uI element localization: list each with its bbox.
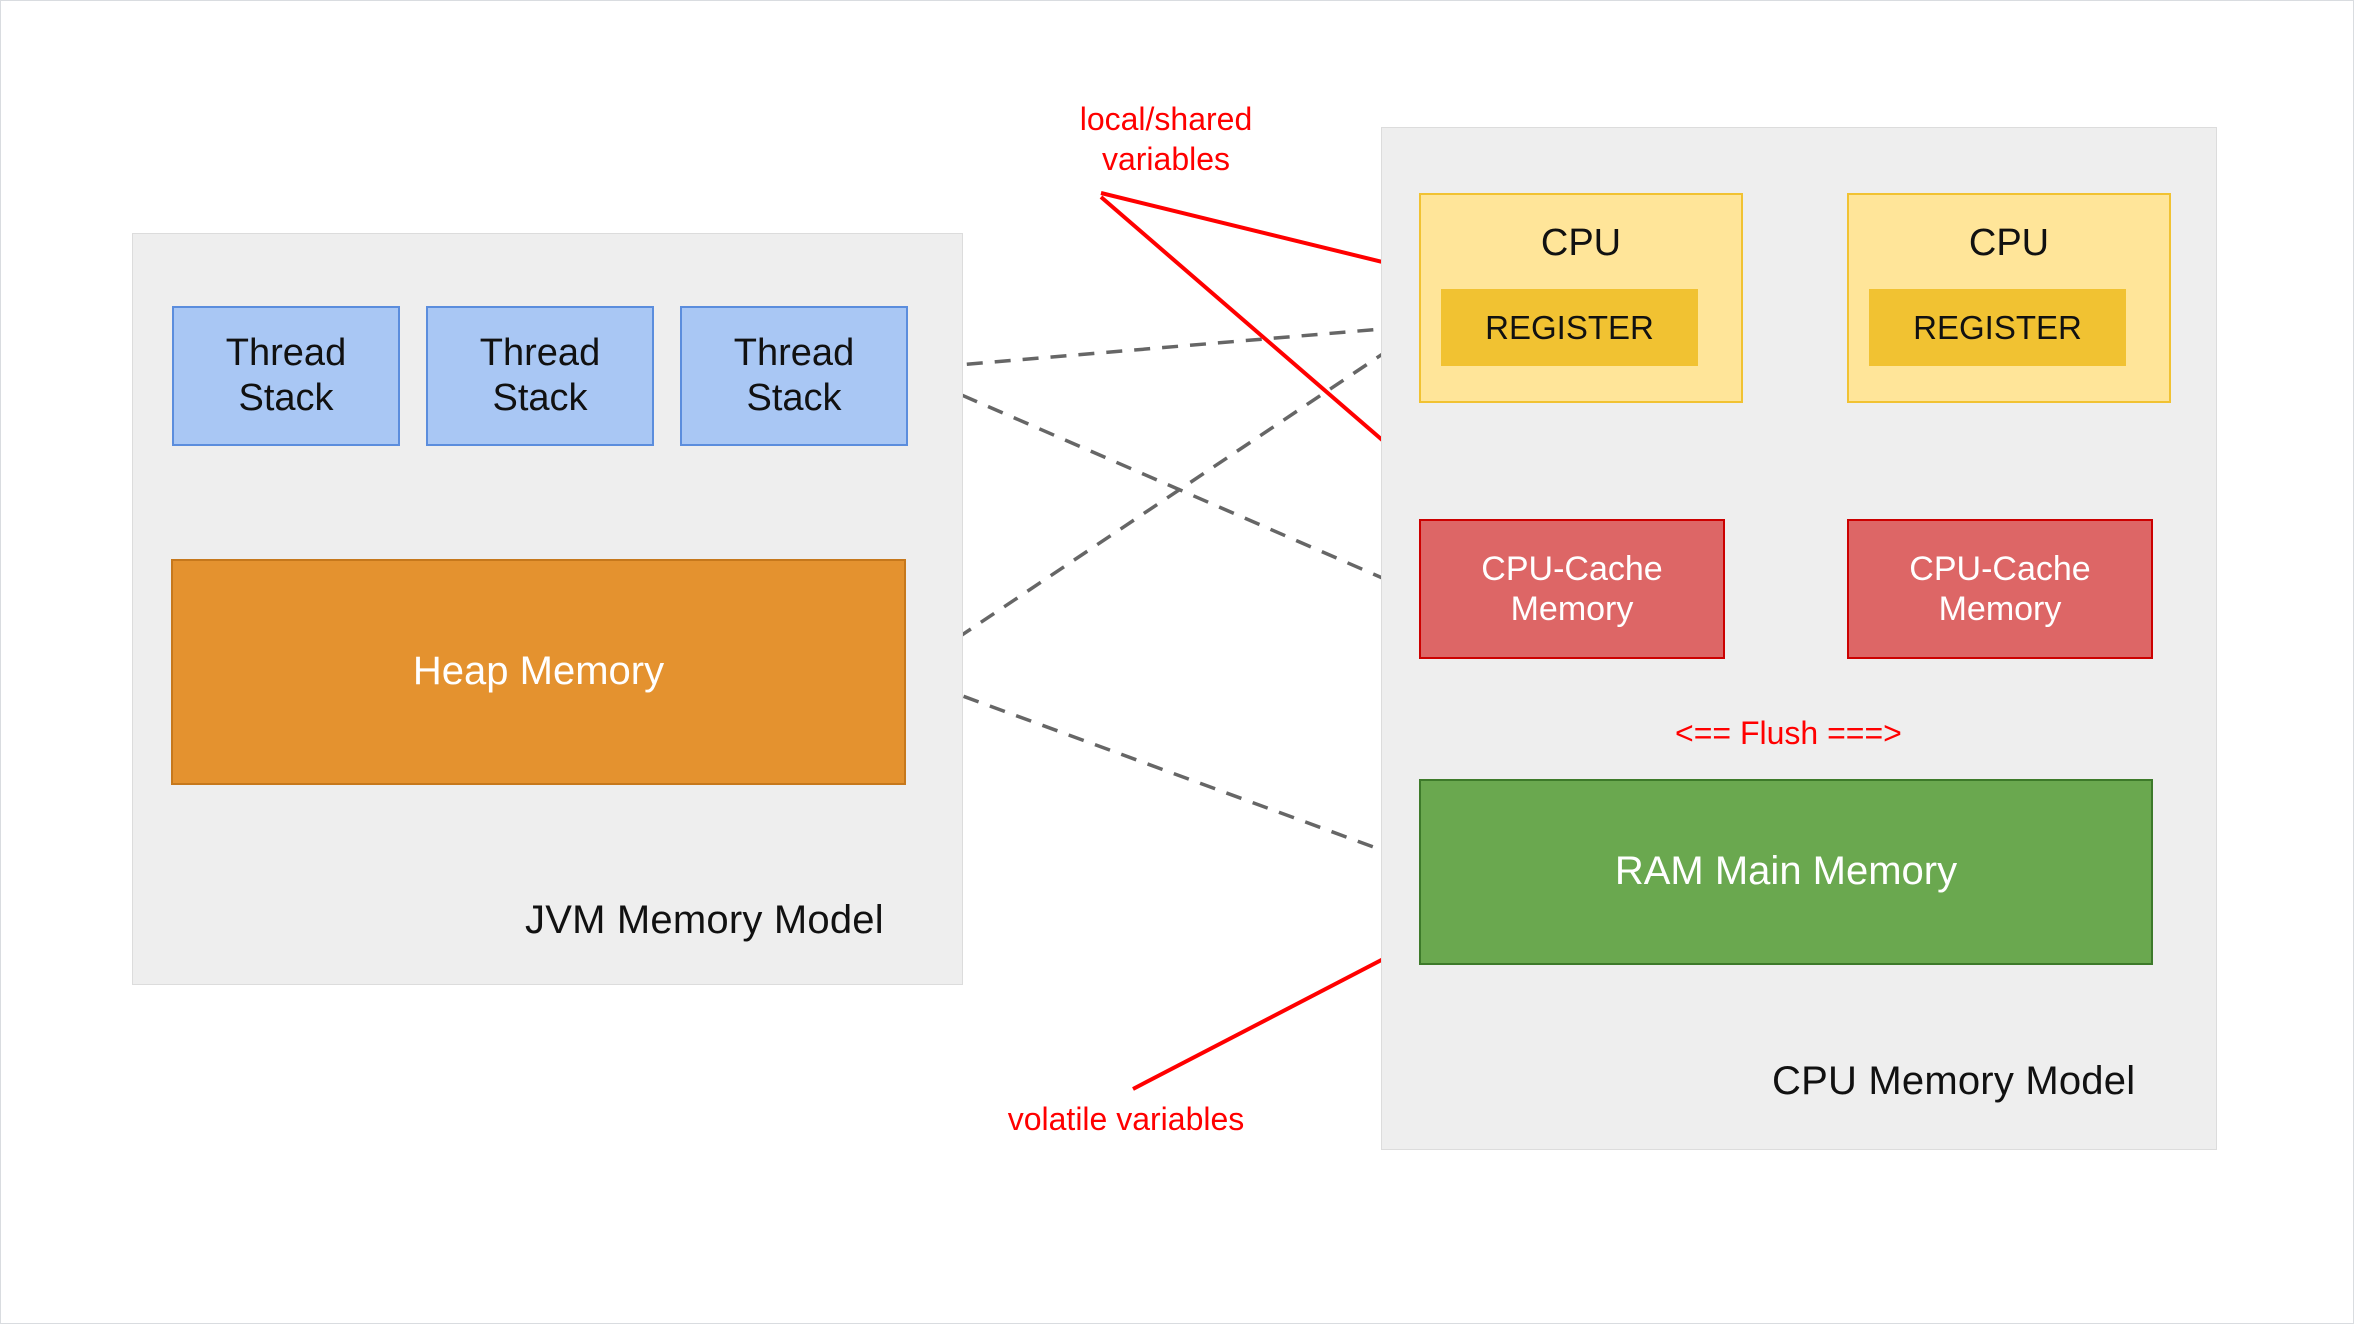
jvm-memory-model-caption: JVM Memory Model xyxy=(525,898,884,942)
link-threadstack-cache xyxy=(881,349,1420,595)
thread-stack-box-1[interactable]: Thread Stack xyxy=(172,306,400,446)
annotation-local-shared-variables: local/shared variables xyxy=(1079,101,1253,177)
link-threadstack-register xyxy=(883,314,1420,385)
ram-main-memory-box[interactable]: RAM Main Memory xyxy=(1419,779,2153,965)
thread-stack-box-2[interactable]: Thread Stack xyxy=(426,306,654,446)
heap-memory-box[interactable]: Heap Memory xyxy=(171,559,906,785)
annotation-volatile-variables: volatile variables xyxy=(1007,1101,1245,1137)
cpu-cache-memory-box-1[interactable]: CPU-Cache Memory xyxy=(1419,519,1725,659)
cpu-memory-model-caption: CPU Memory Model xyxy=(1772,1059,2136,1103)
flush-label: <== Flush ===> xyxy=(1675,715,1902,751)
thread-stack-box-3[interactable]: Thread Stack xyxy=(680,306,908,446)
cpu-cache-memory-box-2[interactable]: CPU-Cache Memory xyxy=(1847,519,2153,659)
cpu-register-2[interactable]: REGISTER xyxy=(1869,289,2126,366)
link-heap-ram xyxy=(881,655,1420,867)
link-heap-register xyxy=(881,329,1420,696)
cpu-register-1[interactable]: REGISTER xyxy=(1441,289,1698,366)
